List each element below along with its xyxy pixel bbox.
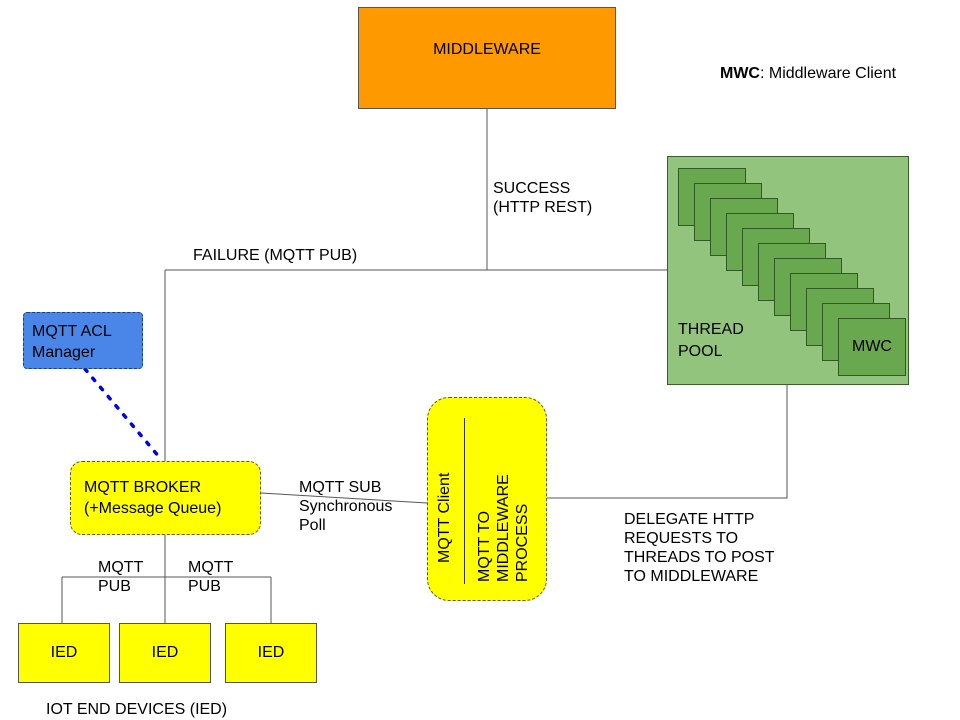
publish-label-right-line1: MQTT: [188, 559, 234, 576]
subscribe-label-line3: Poll: [299, 517, 326, 534]
broker-line1: MQTT BROKER: [84, 479, 202, 496]
success-label-line1: SUCCESS: [493, 180, 571, 197]
ied-device-2-label: IED: [151, 644, 179, 661]
thread-pool-node: MWC THREAD POOL: [667, 156, 909, 385]
ied-device-2: IED: [119, 623, 211, 683]
subscribe-connector: [260, 492, 428, 504]
process-title-line1: MQTT TO: [476, 510, 493, 582]
publish-label-right-line2: PUB: [188, 578, 221, 595]
acl-manager-line2: Manager: [32, 344, 96, 361]
thread-pool-line1: THREAD: [678, 321, 744, 338]
process-client-label: MQTT Client: [436, 472, 453, 563]
mqtt-broker-node: MQTT BROKER (+Message Queue): [70, 461, 261, 535]
delegate-label-line2: REQUESTS TO: [624, 530, 739, 547]
legend: MWC: Middleware Client: [720, 64, 896, 83]
delegate-connector: [547, 385, 788, 499]
process-title-line2: MIDDLEWARE: [495, 474, 512, 582]
broker-line2: (+Message Queue): [84, 500, 222, 517]
middleware-node: MIDDLEWARE: [358, 7, 616, 109]
ied-device-3: IED: [225, 623, 317, 683]
delegate-label-line1: DELEGATE HTTP: [624, 511, 755, 528]
middleware-client-label: MWC: [852, 338, 892, 355]
success-label: SUCCESS (HTTP REST): [493, 179, 592, 217]
ied-caption: IOT END DEVICES (IED): [46, 701, 228, 718]
process-divider: [464, 418, 465, 584]
failure-label: FAILURE (MQTT PUB): [193, 247, 358, 264]
middleware-client-card: MWC: [838, 318, 906, 376]
delegate-label-line4: TO MIDDLEWARE: [624, 568, 759, 585]
publish-label-left-line1: MQTT: [98, 559, 144, 576]
legend-text: : Middleware Client: [759, 65, 897, 82]
middleware-label: MIDDLEWARE: [433, 41, 541, 58]
ied-device-1: IED: [18, 623, 110, 683]
mqtt-middleware-process-node: MQTT Client MQTT TO MIDDLEWARE PROCESS: [427, 397, 547, 601]
publish-label-left-line2: PUB: [98, 578, 131, 595]
subscribe-label: MQTT SUB Synchronous Poll: [299, 478, 392, 535]
subscribe-label-line2: Synchronous: [299, 498, 393, 515]
ied-device-3-label: IED: [257, 644, 285, 661]
success-label-line2: (HTTP REST): [493, 199, 593, 216]
publish-label-left: MQTT PUB: [98, 558, 143, 596]
process-title: MQTT TO MIDDLEWARE PROCESS: [475, 474, 532, 582]
thread-pool-line2: POOL: [678, 343, 723, 360]
process-title-line3: PROCESS: [514, 503, 531, 582]
acl-manager-node: MQTT ACL Manager: [23, 312, 143, 369]
acl-dotted-link: [83, 367, 162, 460]
publish-label-right: MQTT PUB: [188, 558, 233, 596]
subscribe-label-line1: MQTT SUB: [299, 479, 382, 496]
ied-device-1-label: IED: [50, 644, 78, 661]
delegate-label: DELEGATE HTTP REQUESTS TO THREADS TO POS…: [624, 510, 775, 586]
delegate-label-line3: THREADS TO POST: [624, 549, 775, 566]
legend-abbr: MWC: [720, 65, 760, 82]
thread-pool-label: THREAD POOL: [678, 319, 744, 363]
acl-manager-line1: MQTT ACL: [32, 323, 112, 340]
